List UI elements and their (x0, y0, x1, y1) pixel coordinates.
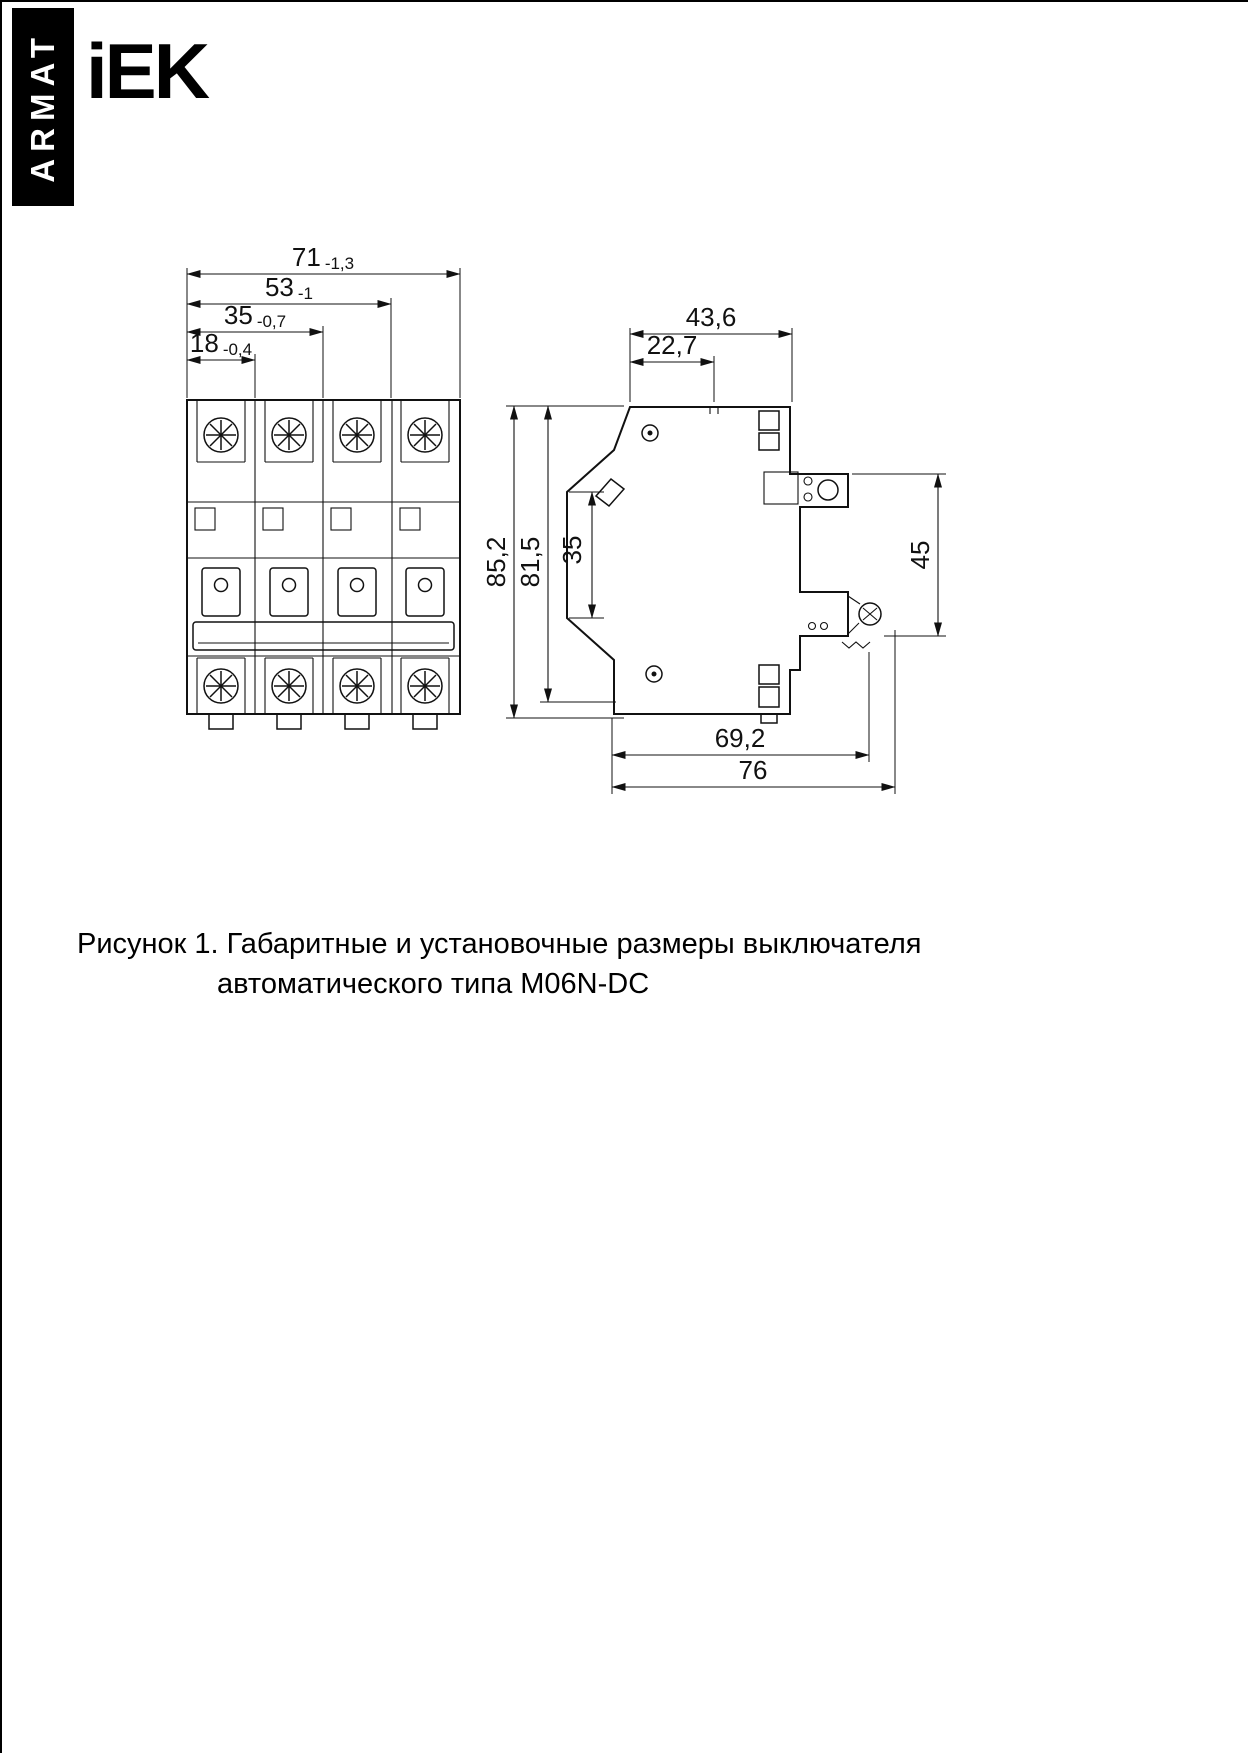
mounting-foot (344, 713, 370, 730)
dim-height-total: 85,2 (481, 537, 511, 588)
mounting-foot (208, 713, 234, 730)
figure-caption-line1: Рисунок 1. Габаритные и установочные раз… (77, 928, 922, 960)
dim-depth-to-clamp: 69,2 (715, 723, 766, 753)
screw-terminal-icon (339, 668, 375, 704)
dim-height-body: 81,5 (515, 537, 545, 588)
handle-tie-bar (192, 621, 455, 651)
clamp-screw-icon (858, 602, 882, 626)
screw-terminal-icon (407, 668, 443, 704)
screw-terminal-icon (271, 668, 307, 704)
screw-terminal-icon (203, 668, 239, 704)
dim-width-35: 35-0,7 (224, 300, 286, 331)
dim-depth-total: 43,6 (686, 302, 737, 332)
din-latch-tab (760, 713, 778, 724)
armat-brand-banner: ARMAT (12, 8, 74, 206)
dim-width-53: 53-1 (265, 272, 313, 303)
dim-depth-max: 76 (739, 755, 768, 785)
figure-caption-line2: автоматического типа М06N-DC (217, 968, 650, 1000)
dim-width-71: 71-1,3 (292, 242, 354, 273)
toggle-handle (269, 567, 309, 617)
front-view-drawing: 71-1,3 53-1 35-0,7 18-0,4 (186, 242, 461, 730)
toggle-lever-side (594, 477, 626, 508)
side-view-drawing: 43,6 22,7 85,2 81,5 35 45 69,2 76 (481, 302, 946, 794)
screw-terminal-icon (271, 417, 307, 453)
toggle-handle (405, 567, 445, 617)
dim-depth-front: 22,7 (647, 330, 698, 360)
screw-terminal-icon (407, 417, 443, 453)
technical-drawing: 71-1,3 53-1 35-0,7 18-0,4 (186, 242, 946, 794)
toggle-handle (201, 567, 241, 617)
screw-terminal-icon (203, 417, 239, 453)
marking-window (399, 507, 421, 531)
figure-caption: Рисунок 1. Габаритные и установочные раз… (77, 924, 921, 1004)
marking-window (330, 507, 352, 531)
dim-front-face: 35 (557, 536, 587, 565)
screw-terminal-icon (339, 417, 375, 453)
dim-terminal-span: 45 (905, 541, 935, 570)
mounting-foot (412, 713, 438, 730)
mounting-foot (276, 713, 302, 730)
marking-window (262, 507, 284, 531)
dim-width-18: 18-0,4 (190, 328, 252, 359)
iek-logo: iEK (86, 27, 210, 115)
toggle-handle (337, 567, 377, 617)
marking-window (194, 507, 216, 531)
